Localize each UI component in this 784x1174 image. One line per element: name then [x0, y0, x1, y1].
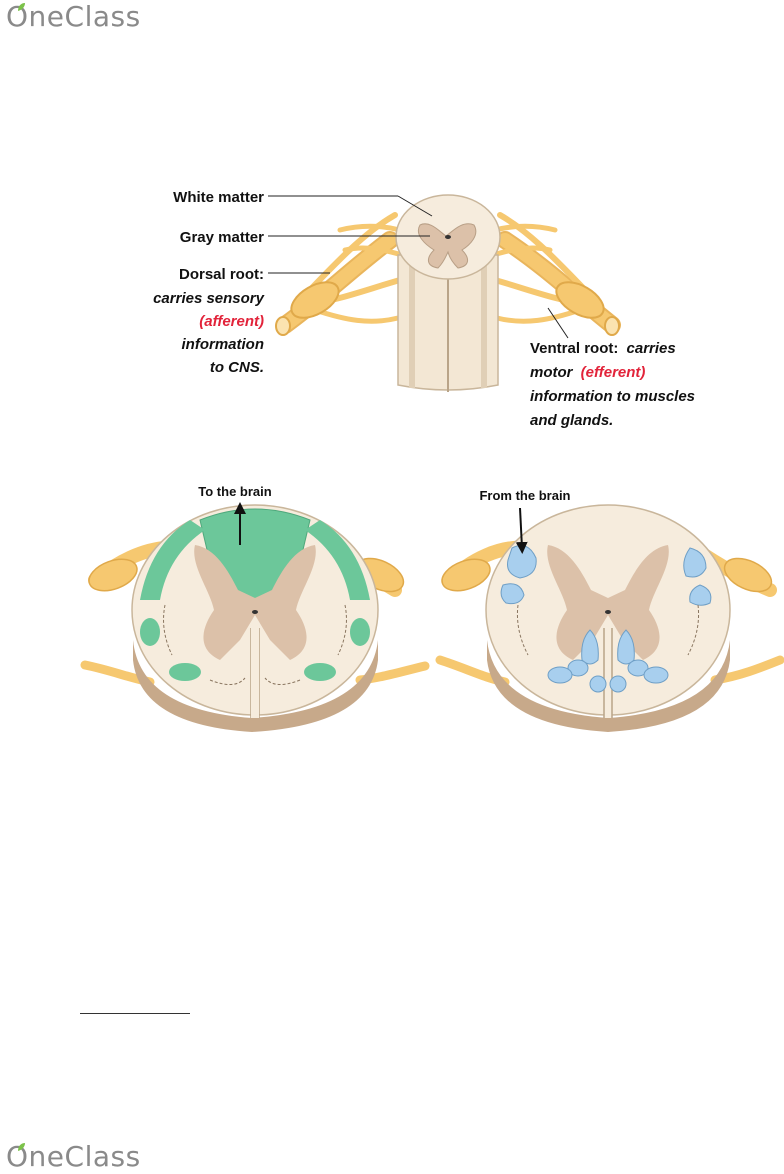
label-dorsal-root: Dorsal root: — [179, 266, 264, 283]
ventral-line-1: Ventral root: carries — [530, 340, 676, 357]
ventral-line-3: information to muscles — [530, 388, 695, 405]
spinal-cord-figure: White matter Gray matter Dorsal root: ca… — [0, 0, 784, 740]
footnote-divider — [80, 1013, 190, 1014]
dorsal-line-4: to CNS. — [210, 359, 264, 376]
left-nerves — [276, 215, 402, 335]
label-from-the-brain: From the brain — [479, 488, 570, 503]
dorsal-line-2: (afferent) — [199, 313, 264, 330]
ventral-line-1-rest: carries — [627, 340, 676, 357]
right-nerves — [493, 215, 619, 335]
brand-name-bottom: OneClass — [6, 1140, 141, 1174]
ventral-line-2: motor (efferent) — [530, 364, 645, 381]
ascending-tracts-diagram: To the brain — [85, 484, 425, 732]
label-to-the-brain: To the brain — [198, 484, 271, 499]
dorsal-line-1: carries sensory — [153, 290, 265, 307]
label-white-matter: White matter — [173, 189, 264, 206]
top-spinal-cord-diagram — [276, 195, 619, 392]
ventral-line-2b: (efferent) — [581, 364, 646, 381]
dorsal-line-3: information — [182, 336, 265, 353]
label-gray-matter: Gray matter — [180, 229, 264, 246]
leaf-icon-bottom — [16, 1142, 26, 1152]
ventral-root-title: Ventral root: — [530, 340, 618, 357]
ventral-line-4: and glands. — [530, 412, 613, 429]
brand-logo-bottom: OneClass — [6, 1140, 141, 1174]
central-canal — [445, 235, 451, 239]
descending-tracts-diagram: From the brain — [438, 488, 780, 732]
ventral-line-2a: motor — [530, 364, 574, 381]
